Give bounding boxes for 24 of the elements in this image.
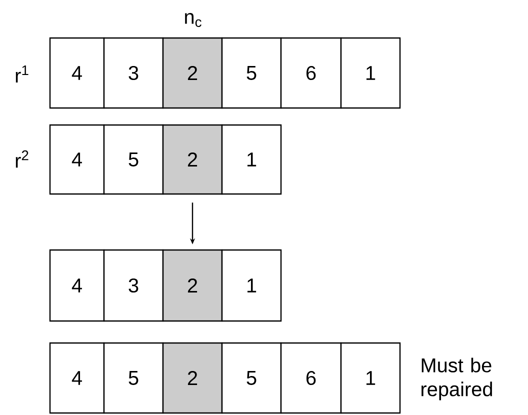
array-cell: 1 (221, 249, 282, 322)
array-cell: 1 (340, 37, 401, 109)
array-cell: 1 (221, 124, 282, 195)
column-label: n$_{c}$ (185, 13, 202, 27)
shaded-cell: 2 (162, 342, 223, 414)
array-cell: 3 (103, 37, 164, 109)
row-label: r$^{2}$ (16, 150, 28, 168)
shaded-cell: 2 (162, 124, 223, 195)
shaded-cell: 2 (162, 249, 223, 322)
array-cell: 5 (103, 342, 164, 414)
array-cell: 4 (49, 249, 105, 322)
array-cell: 6 (280, 37, 342, 109)
array-cell: 5 (103, 124, 164, 195)
array-cell: 5 (221, 342, 282, 414)
array-cell: 4 (49, 124, 105, 195)
array-cell: 5 (221, 37, 282, 109)
array-cell: 6 (280, 342, 342, 414)
row-label: r$^{1}$ (16, 65, 28, 83)
array-cell: 4 (49, 342, 105, 414)
array-cell: 1 (340, 342, 401, 414)
note: Must be repaired (422, 358, 492, 400)
array-cell: 4 (49, 37, 105, 109)
array-cell: 3 (103, 249, 164, 322)
shaded-cell: 2 (162, 37, 223, 109)
